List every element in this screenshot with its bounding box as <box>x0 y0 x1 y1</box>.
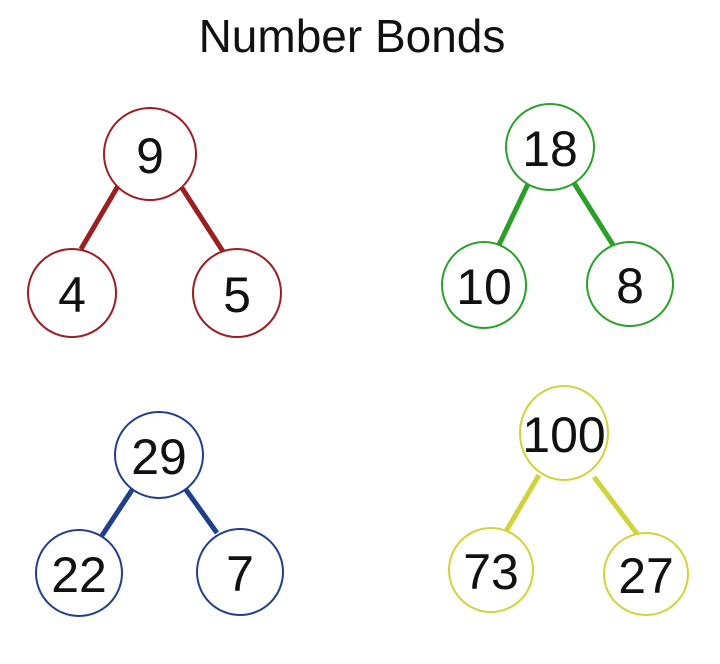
part-circle-right <box>192 248 282 338</box>
whole-circle <box>114 411 204 499</box>
part-circle-right <box>603 532 689 616</box>
whole-circle <box>519 385 609 481</box>
part-circle-left <box>27 248 117 338</box>
part-number-left: 73 <box>463 544 519 600</box>
bond-link-right <box>592 475 640 537</box>
part-circle-right <box>586 241 674 327</box>
whole-circle <box>103 107 197 201</box>
number-bond-green: 18 10 8 <box>441 103 674 329</box>
part-number-right: 5 <box>223 267 251 323</box>
part-number-left: 4 <box>58 267 86 323</box>
part-circle-left <box>448 527 534 613</box>
number-bond-yellow: 100 73 27 <box>448 385 689 616</box>
number-bond-red: 9 4 5 <box>27 107 282 338</box>
bond-link-left <box>495 182 531 249</box>
bond-link-left <box>98 485 137 539</box>
bond-link-left <box>78 184 121 251</box>
whole-circle <box>505 103 595 191</box>
part-number-left: 10 <box>456 259 512 315</box>
part-number-right: 27 <box>618 548 674 604</box>
whole-number: 100 <box>522 407 605 463</box>
bond-link-left <box>502 473 542 535</box>
bond-link-right <box>179 186 227 255</box>
whole-number: 9 <box>136 128 164 184</box>
part-number-left: 22 <box>51 547 107 603</box>
part-circle-right <box>196 528 284 616</box>
whole-number: 18 <box>522 121 578 177</box>
whole-number: 29 <box>131 429 187 485</box>
number-bond-blue: 29 22 7 <box>35 411 284 617</box>
part-number-right: 7 <box>226 546 254 602</box>
part-number-right: 8 <box>616 258 644 314</box>
part-circle-left <box>441 241 527 329</box>
page-title: Number Bonds <box>199 10 506 62</box>
bond-link-right <box>571 181 616 247</box>
bond-link-right <box>181 485 220 535</box>
part-circle-left <box>35 529 123 617</box>
